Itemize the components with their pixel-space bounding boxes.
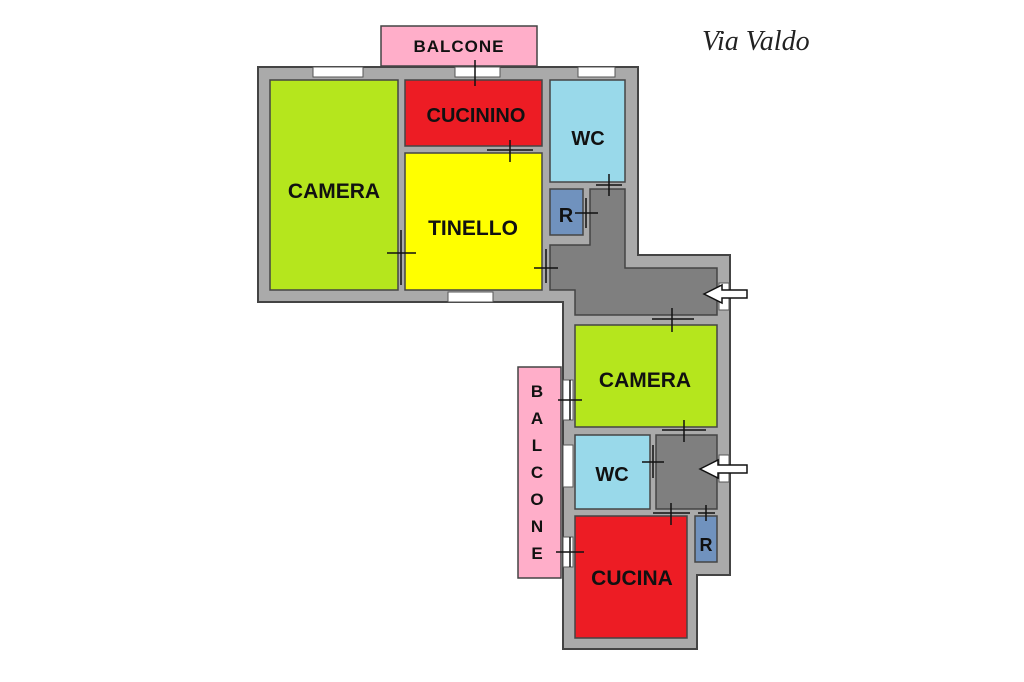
window <box>577 66 616 78</box>
room-label-wc-2: WC <box>595 464 628 486</box>
room-label-tinello: TINELLO <box>428 217 518 240</box>
balcony-side-letter: A <box>531 409 543 428</box>
room-camera-1 <box>269 79 399 291</box>
room-cucina <box>574 515 688 639</box>
room-camera-2 <box>574 324 718 428</box>
window <box>454 66 501 78</box>
balcony-top <box>380 25 538 67</box>
balcony-side-letter: N <box>531 517 543 536</box>
balcony-side-letter: L <box>532 436 542 455</box>
balcony-side-label: B A L C O N E <box>530 382 543 563</box>
window <box>562 444 574 488</box>
door-marks <box>387 60 715 567</box>
balcony-side-letter: E <box>531 544 542 563</box>
room-label-cucina: CUCINA <box>591 567 673 590</box>
entrance-arrow-upper-icon <box>702 283 748 305</box>
window <box>447 291 494 303</box>
balcony-side-letter: C <box>531 463 543 482</box>
corridor-upper <box>549 188 718 316</box>
room-cucinino <box>404 79 543 147</box>
room-wc-1 <box>549 79 626 183</box>
street-name-label: Via Valdo <box>702 26 810 57</box>
room-label-ripostiglio-1: R <box>559 205 574 227</box>
room-tinello <box>404 152 543 291</box>
room-label-camera-2: CAMERA <box>599 369 691 392</box>
room-wc-2 <box>574 434 651 510</box>
balcony-side-letter: O <box>530 490 543 509</box>
room-label-ripostiglio-2: R <box>700 535 713 555</box>
entrance-arrow-lower-icon <box>698 458 748 480</box>
room-label-cucinino: CUCININO <box>427 105 526 127</box>
room-label-wc-1: WC <box>571 128 604 150</box>
balcony-side-letter: B <box>531 382 543 401</box>
room-ripostiglio-1 <box>549 188 584 236</box>
balcony-side <box>517 366 562 579</box>
balcony-top-label: BALCONE <box>413 37 504 56</box>
window <box>312 66 364 78</box>
room-label-camera-1: CAMERA <box>288 180 380 203</box>
